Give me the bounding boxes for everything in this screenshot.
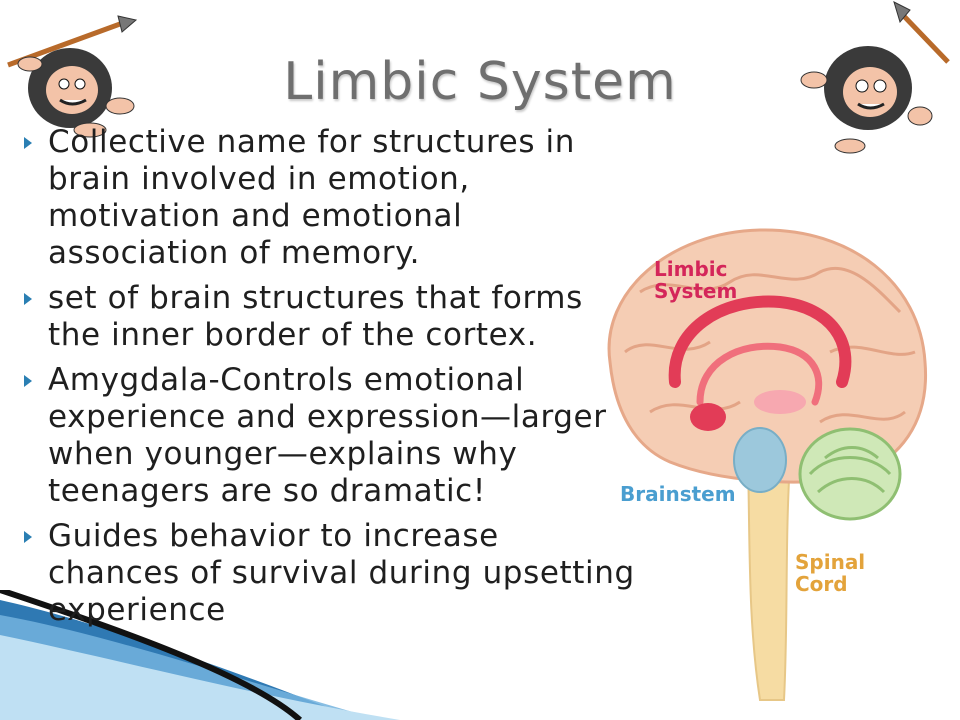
bullet-item: Amygdala-Controls emotional experience a… <box>18 362 638 510</box>
bullet-text: Amygdala-Controls emotional experience a… <box>48 362 607 509</box>
caveman-left-illustration <box>7 15 138 138</box>
bullet-arrow-icon <box>24 531 32 543</box>
bullet-text: Collective name for structures in brain … <box>48 124 575 271</box>
bullet-list: Collective name for structures in brain … <box>18 124 638 637</box>
caveman-right-illustration <box>800 1 950 154</box>
bullet-item: Guides behavior to increase chances of s… <box>18 518 638 629</box>
bullet-arrow-icon <box>24 293 32 305</box>
bullet-item: Collective name for structures in brain … <box>18 124 638 272</box>
bullet-item: set of brain structures that forms the i… <box>18 280 638 354</box>
label-spinal-cord: Spinal Cord <box>795 550 866 596</box>
label-limbic-system: Limbic System <box>654 257 738 303</box>
bullet-text: set of brain structures that forms the i… <box>48 280 583 353</box>
brain-illustration <box>607 228 928 701</box>
bullet-arrow-icon <box>24 375 32 387</box>
label-brainstem: Brainstem <box>620 482 736 506</box>
bullet-text: Guides behavior to increase chances of s… <box>48 518 635 628</box>
decorative-wave <box>0 590 400 720</box>
slide-title: Limbic System <box>283 52 677 112</box>
bullet-arrow-icon <box>24 137 32 149</box>
